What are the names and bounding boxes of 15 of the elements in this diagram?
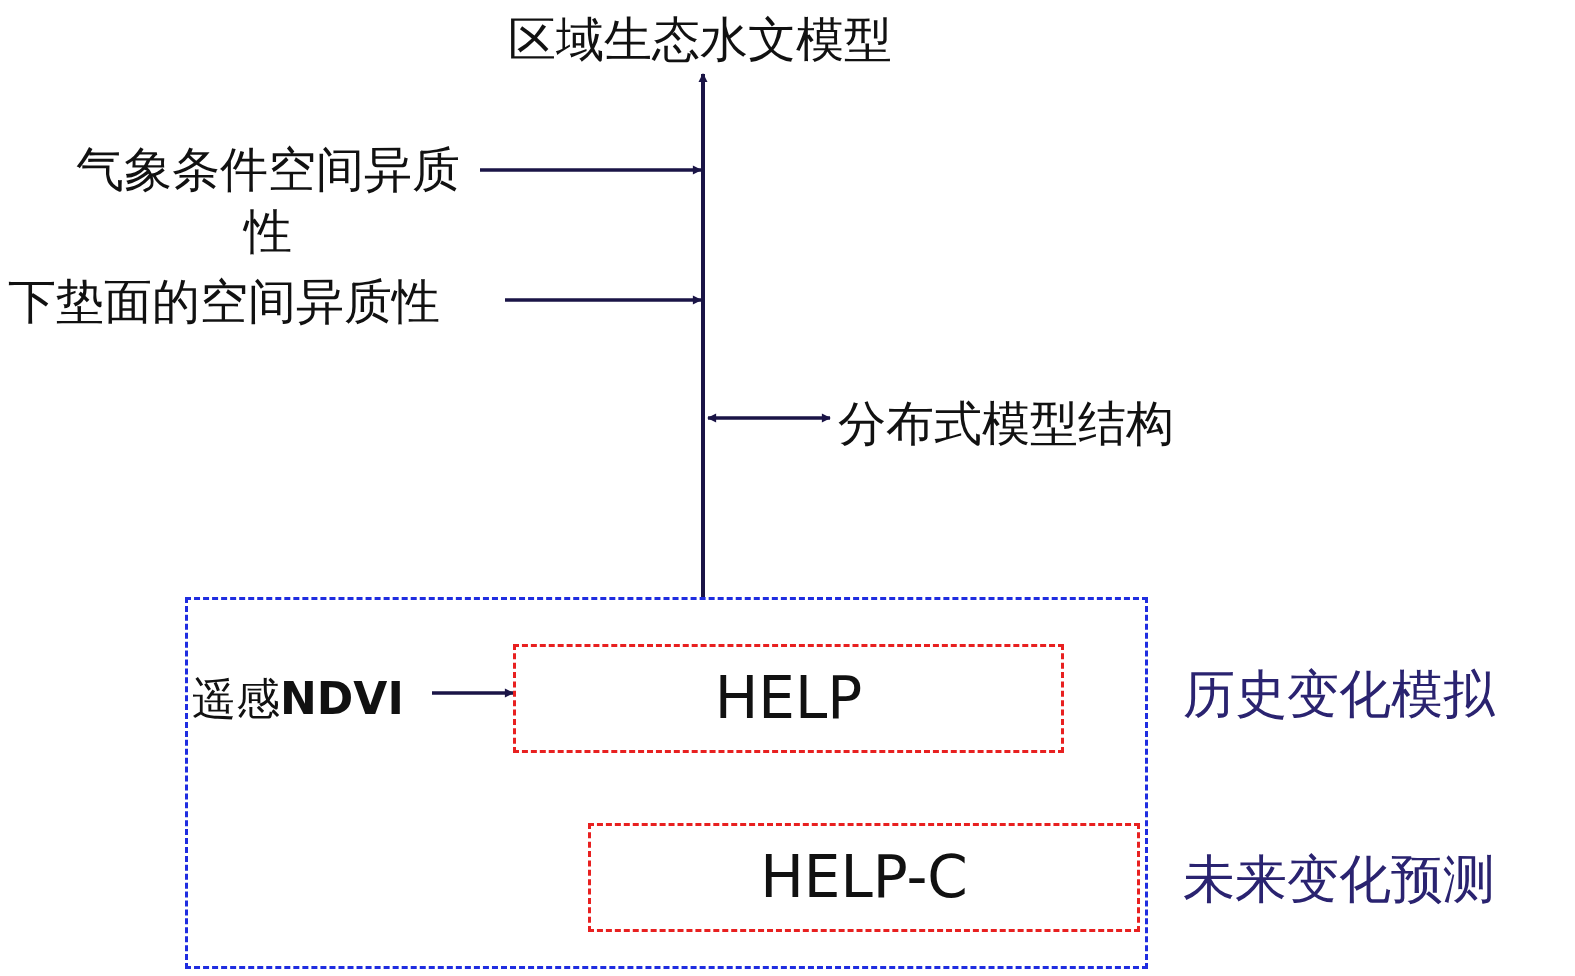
input-label: 气象条件空间异质性 — [55, 138, 480, 264]
group-box — [185, 597, 1148, 969]
stage-label: 历史变化模拟 — [1183, 663, 1495, 726]
arrow — [698, 73, 708, 597]
stage-label: 未来变化预测 — [1183, 848, 1495, 911]
model-box: HELP-C — [588, 823, 1140, 932]
structure-label: 分布式模型结构 — [830, 392, 1230, 458]
input-label: 下垫面的空间异质性 — [8, 270, 505, 336]
model-box: HELP — [513, 644, 1064, 753]
model-title: 区域生态水文模型 — [480, 8, 920, 74]
arrow — [432, 688, 514, 698]
arrow — [505, 295, 702, 305]
input-label: 遥感NDVI — [192, 670, 432, 730]
arrow — [707, 413, 831, 423]
arrow — [480, 165, 702, 175]
